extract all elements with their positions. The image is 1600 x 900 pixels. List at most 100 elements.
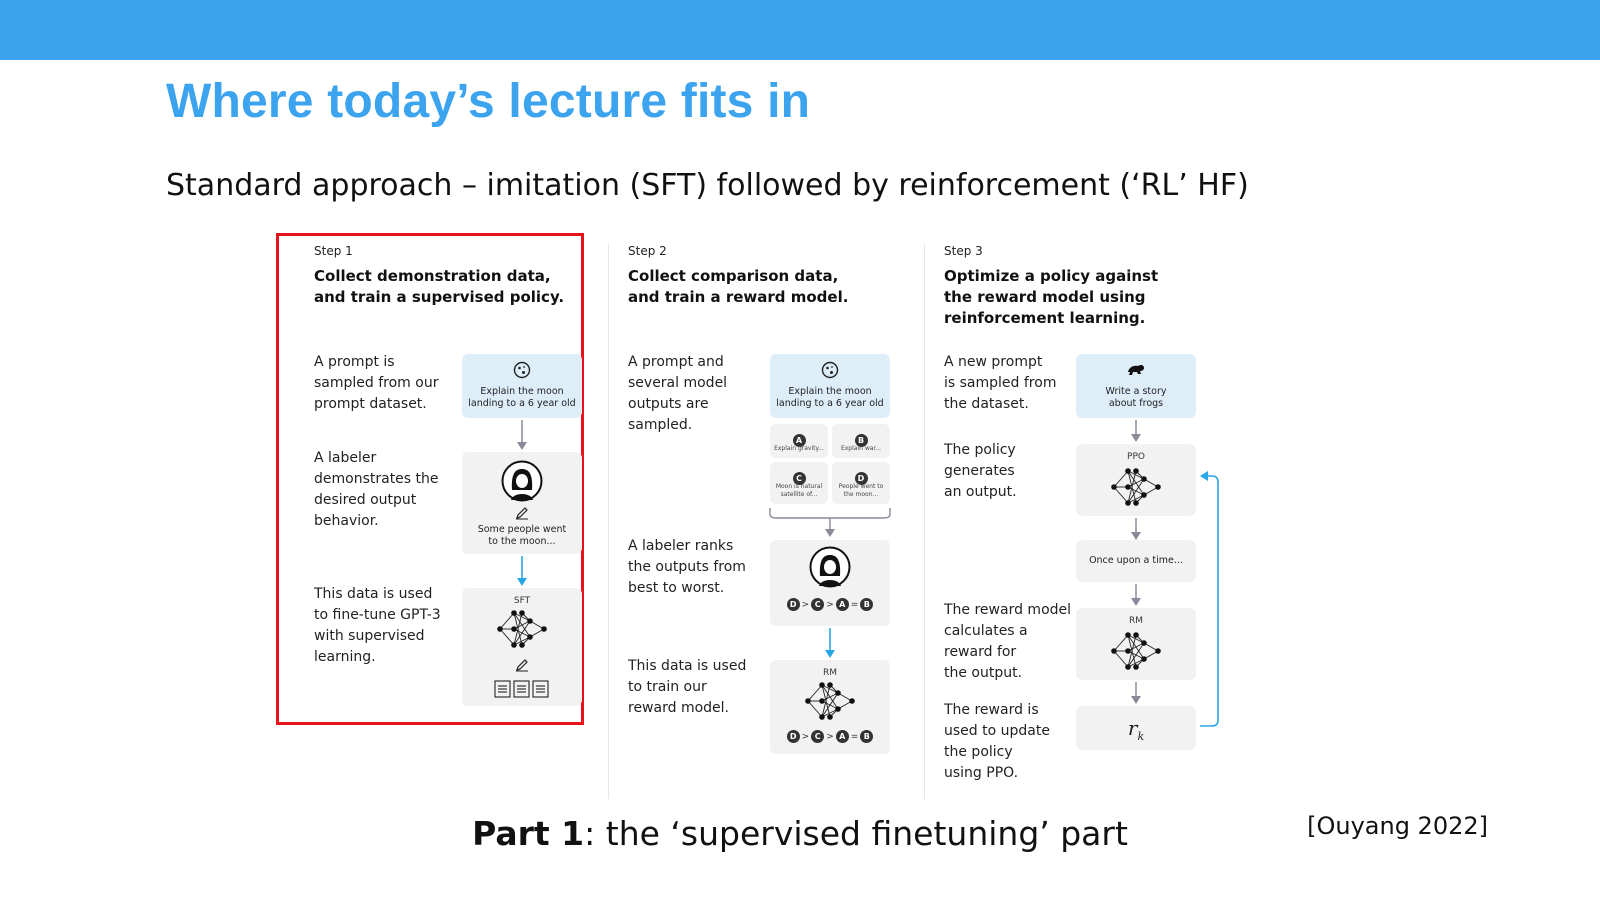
step-1-heading-line: Collect demonstration data, (314, 267, 551, 285)
step-3-policy-box: PPO (1076, 444, 1196, 516)
step-3-heading-line: the reward model using (944, 288, 1146, 306)
reward-r: r (1127, 716, 1138, 740)
step-1-column: Step 1 Collect demonstration data, and t… (276, 232, 590, 802)
rank-operator: > (801, 731, 810, 742)
blue-down-arrow-icon (517, 556, 527, 586)
desc-line: with supervised (314, 628, 425, 644)
output-text: Explain war... (840, 445, 882, 452)
prompt-text: Explain the moon landing to a 6 year old (770, 386, 890, 410)
desc-line: desired output (314, 492, 417, 508)
output-badge: D (854, 472, 868, 485)
neural-network-icon (1111, 468, 1161, 506)
desc-line: The policy (944, 442, 1016, 458)
output-badge: A (792, 434, 806, 447)
desc-line: A labeler (314, 450, 377, 466)
footer-bold: Part 1 (472, 814, 585, 853)
demo-line: Some people went (477, 524, 567, 535)
rank-operator: > (826, 731, 834, 742)
output-text: Once upon a time... (1089, 555, 1183, 566)
desc-line: to train our (628, 679, 707, 695)
neural-network-icon (497, 610, 547, 648)
output-a-box: A Explain gravity... (770, 424, 828, 458)
step-3-column: Step 3 Optimize a policy against the rew… (926, 232, 1250, 802)
step-2-heading: Collect comparison data, and train a rew… (628, 266, 888, 308)
documents-icon (494, 680, 549, 698)
step-2-heading-line: and train a reward model. (628, 288, 849, 306)
rank-operator: = (850, 731, 859, 742)
desc-line: the dataset. (944, 396, 1029, 412)
step-2-heading-line: Collect comparison data, (628, 267, 839, 285)
step-3-label: Step 3 (944, 244, 983, 258)
step-3-prompt-box: Write a story about frogs (1076, 354, 1196, 418)
desc-line: an output. (944, 484, 1017, 500)
ranking-row: D > C > A = B (770, 598, 890, 611)
slide-title: Where today’s lecture fits in (166, 75, 811, 128)
top-banner (0, 0, 1600, 60)
frog-icon (1128, 364, 1144, 375)
pencil-icon (516, 659, 528, 672)
ranking-row: D > C > A = B (770, 730, 890, 743)
desc-line: This data is used (628, 658, 747, 674)
rank-operator: > (826, 599, 834, 610)
prompt-text: Explain the moon landing to a 6 year old (462, 386, 582, 410)
step-3-desc-prompt: A new prompt is sampled from the dataset… (944, 352, 1056, 415)
desc-line: A new prompt (944, 354, 1043, 370)
step-1-sft-model-box: SFT (462, 588, 582, 706)
step-3-heading: Optimize a policy against the reward mod… (944, 266, 1204, 329)
step-1-desc-finetune: This data is used to fine-tune GPT-3 wit… (314, 584, 441, 668)
pencil-icon (516, 507, 528, 520)
output-line: People went to (838, 483, 884, 490)
output-line: the moon... (843, 491, 879, 498)
reward-symbol: rk (1076, 716, 1196, 743)
desc-line: demonstrates the (314, 471, 439, 487)
desc-line: sampled. (628, 417, 693, 433)
output-c-box: C Moon is natural satellite of... (770, 462, 828, 504)
neural-network-icon (805, 682, 855, 720)
output-text: People went to the moon... (832, 483, 890, 499)
desc-line: calculates a (944, 623, 1028, 639)
desc-line: This data is used (314, 586, 433, 602)
step-3-heading-line: reinforcement learning. (944, 309, 1146, 327)
footer-text: : the ‘supervised finetuning’ part (584, 814, 1128, 853)
desc-line: reward model. (628, 700, 729, 716)
reward-subscript: k (1137, 730, 1145, 743)
step-3-output-box: Once upon a time... (1076, 540, 1196, 582)
moon-icon (513, 361, 531, 379)
desc-line: reward for (944, 644, 1017, 660)
rank-badge: B (860, 598, 874, 611)
step-1-demonstration-box: Some people went to the moon... (462, 452, 582, 554)
step-1-prompt-box: Explain the moon landing to a 6 year old (462, 354, 582, 418)
step-2-desc-train: This data is used to train our reward mo… (628, 656, 746, 719)
moon-icon (821, 361, 839, 379)
desc-line: used to update (944, 723, 1050, 739)
prompt-line: landing to a 6 year old (776, 398, 884, 409)
rm-label: RM (822, 668, 838, 678)
down-arrow-icon (1131, 420, 1141, 442)
rank-badge: D (786, 598, 800, 611)
desc-line: to fine-tune GPT-3 (314, 607, 441, 623)
down-arrow-icon (517, 420, 527, 450)
step-2-reward-model-box: RM D > C > A = B (770, 660, 890, 754)
desc-line: outputs are (628, 396, 709, 412)
step-3-heading-line: Optimize a policy against (944, 267, 1159, 285)
blue-down-arrow-icon (825, 628, 835, 658)
bracket-arrow-icon (769, 508, 891, 537)
demonstration-text: Some people went to the moon... (462, 524, 582, 548)
rank-badge: C (811, 730, 825, 743)
slide-subtitle: Standard approach – imitation (SFT) foll… (166, 168, 1249, 203)
desc-line: behavior. (314, 513, 379, 529)
neural-network-icon (1111, 632, 1161, 670)
desc-line: the output. (944, 665, 1023, 681)
prompt-text: Write a story about frogs (1076, 386, 1196, 410)
step-2-label: Step 2 (628, 244, 667, 258)
desc-line: using PPO. (944, 765, 1019, 781)
desc-line: A labeler ranks (628, 538, 734, 554)
rank-operator: > (801, 599, 810, 610)
output-b-box: B Explain war... (832, 424, 890, 458)
step-3-reward-model-box: RM (1076, 608, 1196, 680)
output-badge: C (792, 472, 806, 485)
citation: [Ouyang 2022] (1307, 812, 1488, 840)
rank-operator: = (850, 599, 859, 610)
prompt-line: landing to a 6 year old (468, 398, 576, 409)
labeler-avatar-icon (501, 460, 543, 502)
